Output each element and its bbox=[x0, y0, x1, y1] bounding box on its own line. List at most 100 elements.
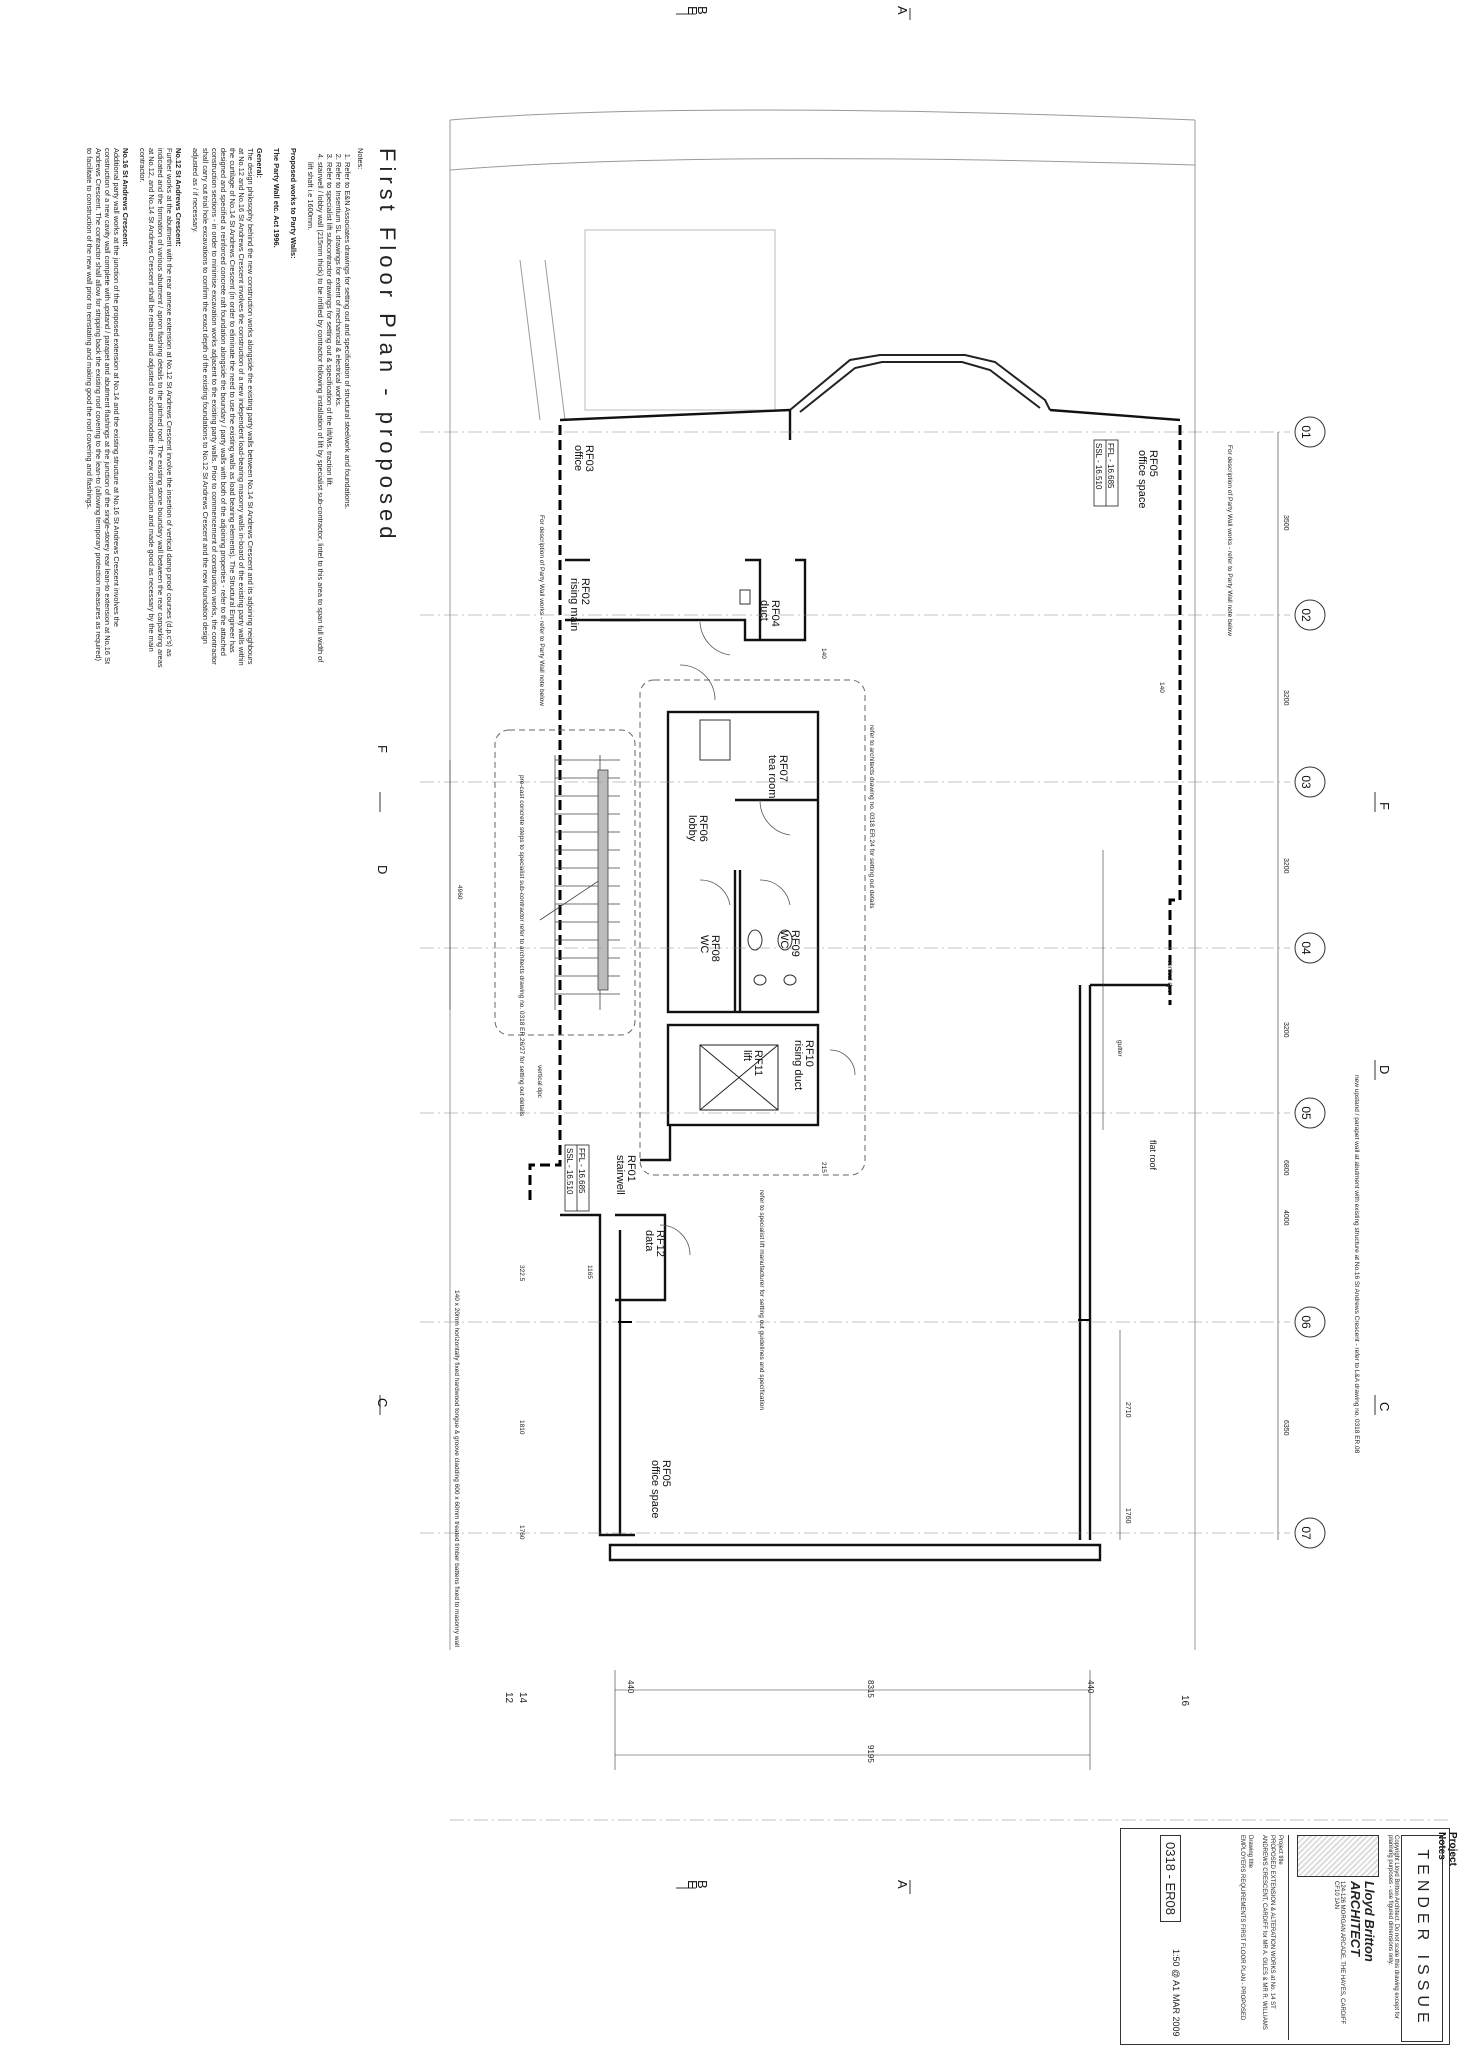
room-rf03-name: office bbox=[572, 445, 584, 471]
dashed-outlines bbox=[494, 679, 866, 1176]
general-text: The design philosophy behind the new con… bbox=[191, 148, 256, 666]
section-E-bottom: E bbox=[685, 1880, 700, 1889]
rf05-ssl: SSL - 16.510 bbox=[1094, 443, 1103, 490]
note-4: stairwell / lobby wall (215mm thick) to … bbox=[306, 162, 324, 668]
section-marks bbox=[379, 8, 1376, 1894]
dim-4960: 4960 bbox=[456, 885, 463, 900]
room-rf09-name: WC bbox=[778, 930, 790, 948]
section-D-left: D bbox=[375, 865, 390, 874]
grid-bubble-04: 04 bbox=[1299, 941, 1313, 955]
vertical-dpc-label-right: vertical dpc bbox=[1166, 960, 1173, 994]
sheet-title: First Floor Plan - proposed bbox=[375, 148, 400, 544]
room-rf10-code: RF10 bbox=[803, 1040, 815, 1067]
party-walls bbox=[528, 425, 1182, 1205]
drawing-date: MAR 2009 bbox=[1171, 1994, 1181, 2037]
dim-3200a: 3200 bbox=[1282, 690, 1289, 706]
grid-bubble-01: 01 bbox=[1299, 425, 1313, 439]
dim-6800: 6800 bbox=[1282, 1160, 1289, 1176]
room-rf12-code: RF12 bbox=[654, 1230, 666, 1257]
party-wall-heading: Proposed works to Party Walls: bbox=[289, 148, 299, 259]
room-rf02-code: RF02 bbox=[579, 578, 591, 605]
notes-list: Refer to E&N Associates drawings for set… bbox=[306, 148, 351, 668]
door-swings bbox=[659, 621, 856, 1256]
note-1: Refer to E&N Associates drawings for set… bbox=[343, 162, 352, 668]
project-info: Project title PROPOSED EXTENSION & ALTER… bbox=[1238, 1835, 1289, 2040]
note-2: Refer to Insentium SL drawings for exten… bbox=[334, 162, 343, 668]
room-rf07-name: tea room bbox=[766, 755, 778, 798]
room-rf11-code: RF11 bbox=[752, 1050, 764, 1076]
dim-140a: 140 bbox=[820, 648, 827, 659]
drawing-label: Drawing title bbox=[1247, 1835, 1253, 1869]
section-F-right: F bbox=[1377, 802, 1392, 810]
drawing-number: 0318 - ER08 bbox=[1160, 1835, 1181, 1922]
section-C-right: C bbox=[1377, 1402, 1392, 1411]
general-heading: General: bbox=[255, 148, 265, 178]
dim-1165: 1165 bbox=[586, 1265, 593, 1279]
grid-14: 14 bbox=[517, 1692, 528, 1704]
room-rf12-name: data bbox=[643, 1230, 655, 1252]
dim-3200b: 3200 bbox=[1282, 858, 1289, 874]
room-rf01-code: RF01 bbox=[625, 1155, 637, 1182]
room-rf03-code: RF03 bbox=[583, 445, 595, 472]
room-rf11-name: lift bbox=[741, 1050, 753, 1061]
grid-dimensions: 3500 3200 3200 3200 6800 4000 6350 2710 … bbox=[1124, 515, 1289, 1524]
drawing-title: EMPLOYERS REQUIREMENTS FIRST FLOOR PLAN … bbox=[1239, 1835, 1245, 2021]
room-labels: RF03 office RF05 office space RF02 risin… bbox=[568, 445, 1159, 1519]
dim-1810: 1810 bbox=[518, 1420, 525, 1435]
existing-boundary bbox=[449, 109, 1196, 1650]
room-rf10-name: rising duct bbox=[792, 1040, 804, 1090]
bay-window bbox=[789, 354, 1051, 413]
no16-text: Additional party wall works at the junct… bbox=[84, 148, 121, 664]
section-letters: A B E A B E F D C F D C bbox=[375, 6, 1392, 1889]
room-rf06-name: lobby bbox=[686, 815, 698, 842]
room-rf05b-code: RF05 bbox=[660, 1460, 672, 1487]
annotations: For description of Party Wall works - re… bbox=[453, 445, 1360, 1763]
no12-text: Further works at the abutment with the r… bbox=[138, 148, 175, 668]
dim-inner: 8315 bbox=[866, 1680, 875, 1698]
dim-3500: 3500 bbox=[1282, 515, 1289, 531]
firm-discipline: ARCHITECT bbox=[1348, 1881, 1363, 1957]
dim-440-right: 440 bbox=[1086, 1680, 1095, 1694]
level-values: FFL - 16.685 SSL - 16.510 FFL - 16.685 S… bbox=[565, 443, 1115, 1195]
section-A-bottom: A bbox=[895, 1880, 910, 1889]
lift-shaft bbox=[699, 1044, 779, 1111]
room-rf07-code: RF07 bbox=[777, 755, 789, 782]
section-A-top: A bbox=[895, 6, 910, 15]
section-F-left: F bbox=[375, 745, 390, 753]
dim-2710: 2710 bbox=[1124, 1402, 1131, 1418]
dim-140b: 140 bbox=[1158, 682, 1165, 693]
firm-name: Lloyd Britton bbox=[1362, 1881, 1377, 1962]
dim-overall: 9195 bbox=[866, 1745, 875, 1763]
section-B-top: B bbox=[695, 6, 710, 15]
stair-flight bbox=[539, 755, 620, 1010]
dim-215: 215 bbox=[820, 1162, 827, 1173]
grid-12: 12 bbox=[503, 1692, 514, 1704]
tea-room-note: refer to architects drawing no. 0318 ER.… bbox=[868, 725, 875, 909]
grid-bubble-07: 07 bbox=[1299, 1526, 1313, 1540]
dimension-lines bbox=[449, 432, 1279, 1770]
grid-lines bbox=[420, 431, 1450, 1821]
dim-322-5: 322.5 bbox=[518, 1265, 525, 1282]
grid-bubble-03: 03 bbox=[1299, 775, 1313, 789]
drawing-scale: 1:50 @ A1 bbox=[1171, 1949, 1181, 1992]
party-wall-note-left: For description of Party Wall works - re… bbox=[538, 515, 545, 706]
vertical-dpc-marks bbox=[618, 1319, 1090, 1323]
section-D-right: D bbox=[1377, 1065, 1392, 1074]
section-C-left: C bbox=[375, 1398, 390, 1407]
project-title: PROPOSED EXTENSION & ALTERATION WORKS at… bbox=[1261, 1835, 1275, 2030]
room-rf06-code: RF06 bbox=[697, 815, 709, 842]
firm-address: 124-126 MORGAN ARCADE, THE HAYES, CARDIF… bbox=[1333, 1881, 1345, 2025]
room-rf05-name: office space bbox=[1136, 450, 1148, 509]
room-rf02-name: rising main bbox=[568, 578, 580, 631]
walls bbox=[559, 408, 1181, 1562]
flat-roof-label: flat roof bbox=[1148, 1140, 1158, 1171]
vertical-dpc-label-left: vertical dpc bbox=[536, 1065, 543, 1099]
upstand-note: new upstand / parapet wall at abutment w… bbox=[1353, 1075, 1360, 1454]
room-rf05b-name: office space bbox=[649, 1460, 661, 1519]
lift-note: refer to specialist lift manufacturer fo… bbox=[758, 1190, 765, 1410]
grid-bubble-06: 06 bbox=[1299, 1315, 1313, 1329]
grid-bubbles bbox=[1294, 416, 1326, 1549]
rf05-ffl: FFL - 16.685 bbox=[1106, 443, 1115, 489]
dim-440-left: 440 bbox=[626, 1680, 635, 1694]
